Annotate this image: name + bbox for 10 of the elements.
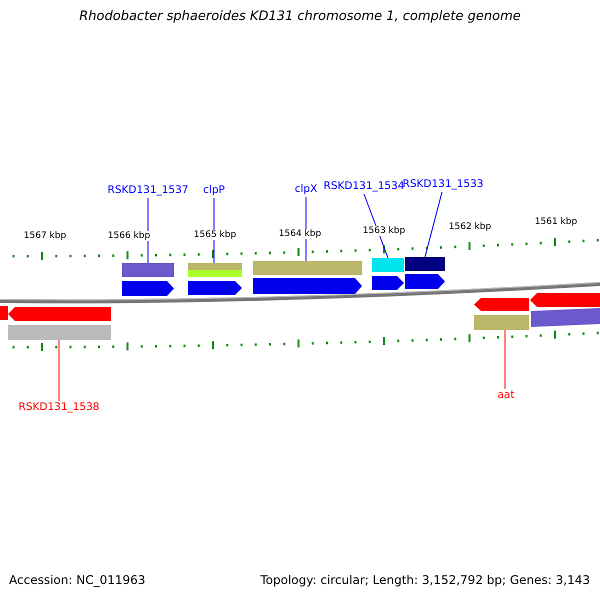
title: Rhodobacter sphaeroides KD131 chromosome 1, complete genome bbox=[79, 10, 521, 25]
scale-label: 1566 kbp bbox=[108, 231, 150, 242]
scale-label: 1564 kbp bbox=[278, 229, 322, 240]
accession-text: Accession: NC_011963 bbox=[9, 574, 146, 588]
genome-info-text: Topology: circular; Length: 3,152,792 bp; Genes: 3,143 bbox=[260, 574, 590, 588]
scale-label: 1565 kbp bbox=[194, 230, 236, 240]
scale-label: 1567 kbp bbox=[24, 231, 66, 242]
scale-label: 1563 kbp bbox=[362, 226, 406, 236]
scale-label: 1562 kbp bbox=[448, 222, 492, 232]
scale-label: 1561 kbp bbox=[534, 217, 578, 228]
